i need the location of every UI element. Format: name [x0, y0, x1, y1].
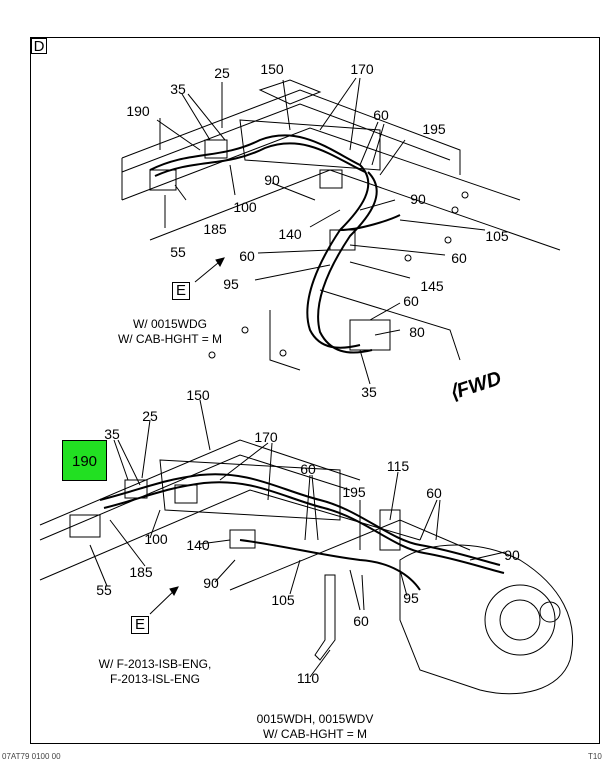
- note-line: 0015WDH, 0015WDV: [256, 712, 374, 726]
- callout-label: 185: [203, 221, 227, 237]
- callout-label: 150: [260, 61, 284, 77]
- callout-label: 115: [386, 458, 410, 474]
- callout-label: 55: [96, 582, 112, 598]
- bottom-view-note-cab: 0015WDH, 0015WDV W/ CAB-HGHT = M: [225, 712, 405, 742]
- callout-label: 150: [186, 387, 210, 403]
- view-tag: D: [31, 38, 47, 54]
- callout-label: 95: [403, 590, 419, 606]
- callout-label: 145: [420, 278, 444, 294]
- top-view-note: W/ 0015WDG W/ CAB-HGHT = M: [85, 317, 255, 347]
- callout-label: 195: [342, 484, 366, 500]
- callout-label: 60: [451, 250, 467, 266]
- callout-label: 140: [186, 537, 210, 553]
- note-line: F-2013-ISL-ENG: [109, 672, 201, 686]
- note-line: W/ F-2013-ISB-ENG,: [98, 657, 212, 671]
- callout-label: 105: [485, 228, 509, 244]
- section-tag-e: E: [172, 282, 190, 300]
- note-line: W/ CAB-HGHT = M: [262, 727, 368, 741]
- callout-label: 95: [223, 276, 239, 292]
- callout-label: 60: [353, 613, 369, 629]
- callout-label: 195: [422, 121, 446, 137]
- callout-label: 90: [410, 191, 426, 207]
- callout-label: 35: [170, 81, 186, 97]
- footer-code-left: 07AT79 0100 00: [2, 752, 61, 761]
- callout-label: 90: [203, 575, 219, 591]
- callout-label: 60: [300, 461, 316, 477]
- callout-label: 90: [264, 172, 280, 188]
- callout-label: 60: [426, 485, 442, 501]
- callout-label: 35: [361, 384, 377, 400]
- highlighted-callout-190[interactable]: 190: [62, 440, 107, 481]
- callout-label: 60: [373, 107, 389, 123]
- footer-code-right: T10: [588, 752, 602, 761]
- callout-label: 25: [214, 65, 230, 81]
- bottom-view-note-engine: W/ F-2013-ISB-ENG, F-2013-ISL-ENG: [55, 657, 255, 687]
- callout-label: 55: [170, 244, 186, 260]
- callout-label: 100: [233, 199, 257, 215]
- note-line: W/ CAB-HGHT = M: [117, 332, 223, 346]
- callout-label: 140: [278, 226, 302, 242]
- callout-label: 105: [271, 592, 295, 608]
- callout-label: 170: [350, 61, 374, 77]
- callout-label: 25: [142, 408, 158, 424]
- callout-label: 110: [296, 670, 320, 686]
- callout-label: 190: [126, 103, 150, 119]
- callout-label: 90: [504, 547, 520, 563]
- callout-label: 185: [129, 564, 153, 580]
- note-line: W/ 0015WDG: [132, 317, 207, 331]
- callout-label: 60: [403, 293, 419, 309]
- section-tag-e: E: [131, 616, 149, 634]
- callout-label: 35: [104, 426, 120, 442]
- callout-label: 100: [144, 531, 168, 547]
- diagram-frame: [30, 37, 600, 744]
- callout-label: 170: [254, 429, 278, 445]
- callout-label: 60: [239, 248, 255, 264]
- callout-label: 80: [409, 324, 425, 340]
